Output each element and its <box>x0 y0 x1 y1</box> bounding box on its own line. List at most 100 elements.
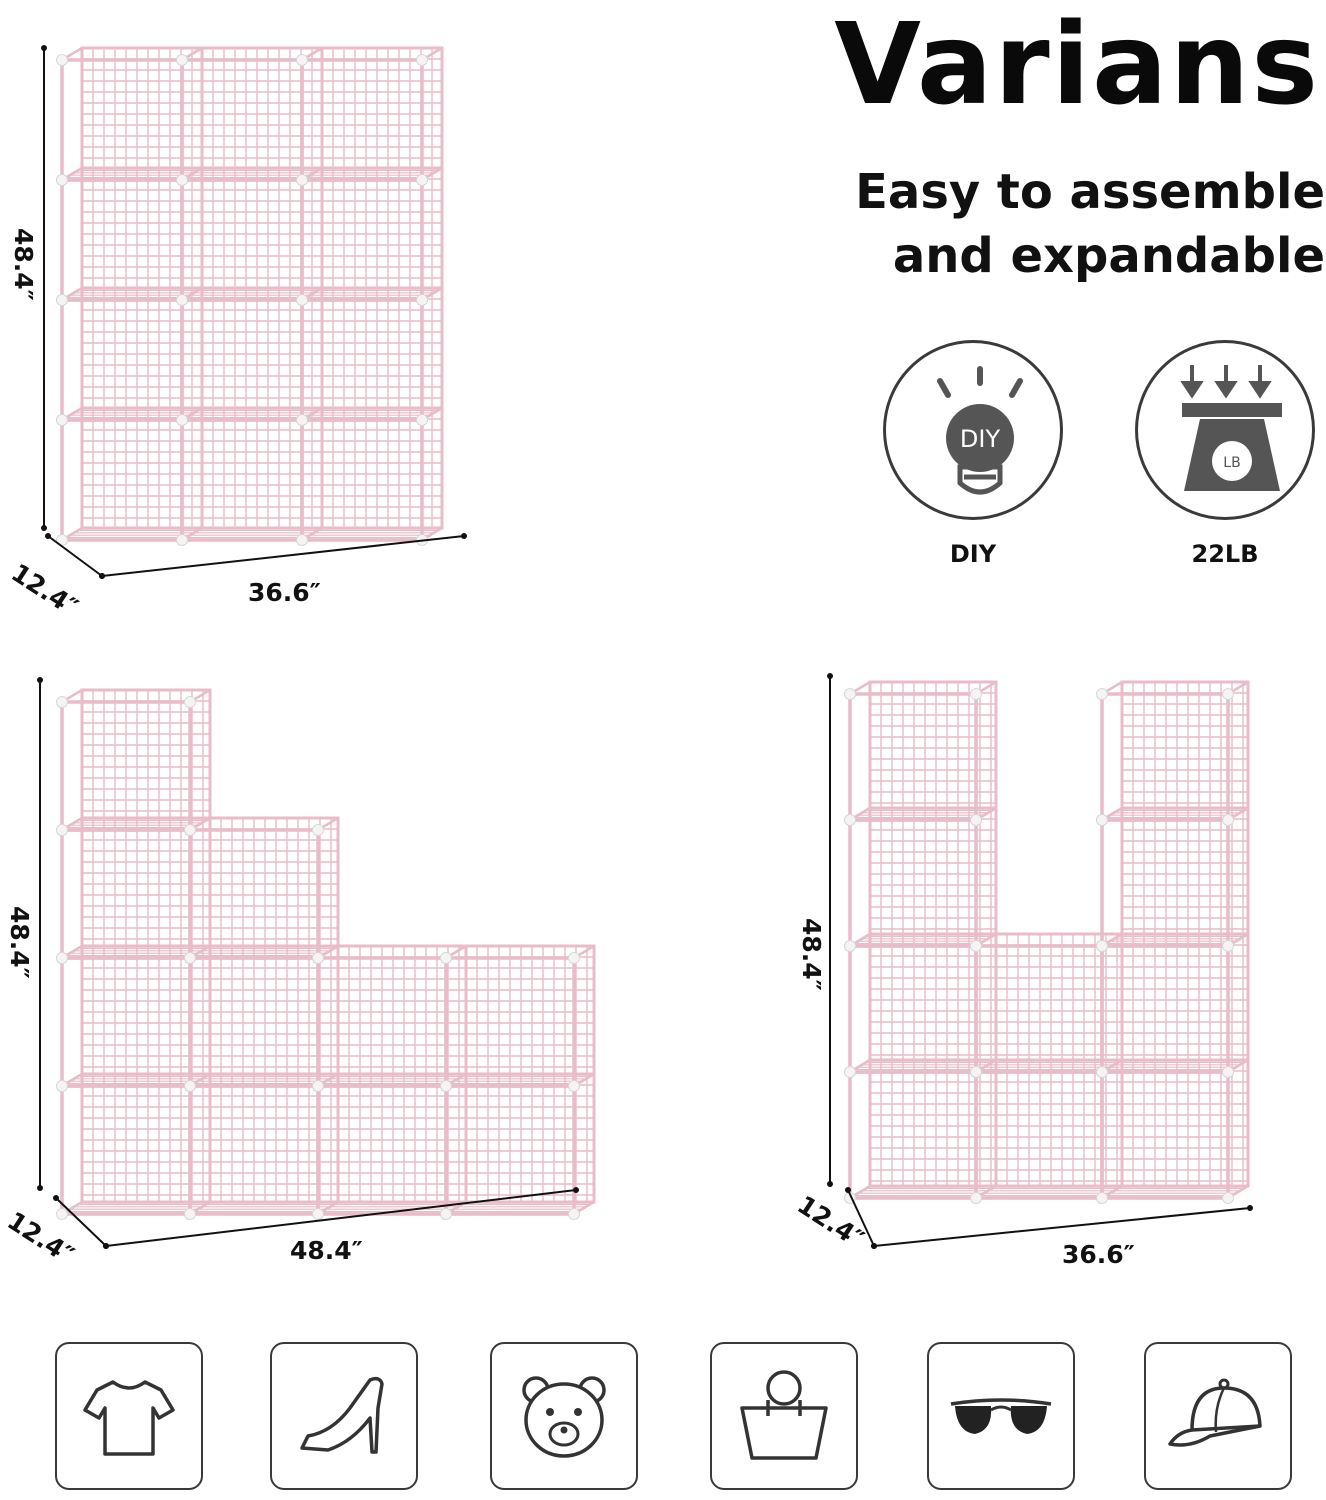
use-box-shoes <box>270 1342 418 1490</box>
joint-connector <box>1096 940 1108 952</box>
joint-connector <box>56 696 68 708</box>
joint-connector <box>176 54 188 66</box>
cube-frame <box>444 944 595 1088</box>
joint-connector <box>416 54 428 66</box>
cap-icon <box>1168 1378 1262 1447</box>
joint-connector <box>844 814 856 826</box>
dimension-line <box>873 1207 1251 1247</box>
cube-back-panel <box>320 406 444 530</box>
cube-frame <box>444 1072 595 1216</box>
joint-connector <box>568 1080 580 1092</box>
dimension-end <box>99 573 105 579</box>
joint-connector <box>296 414 308 426</box>
joint-connector <box>568 1208 580 1220</box>
joint-connector <box>296 54 308 66</box>
cube-frame <box>1100 680 1249 822</box>
joint-connector <box>56 1080 68 1092</box>
joint-connector <box>440 1208 452 1220</box>
rack-config-3x4 <box>40 8 480 588</box>
cube-back-panel <box>80 406 204 530</box>
joint-connector <box>176 174 188 186</box>
joint-connector <box>176 414 188 426</box>
feature-weight-label: 22LB <box>1191 540 1259 568</box>
joint-connector <box>184 952 196 964</box>
cube-frame <box>974 932 1123 1074</box>
joint-connector <box>1096 1192 1108 1204</box>
joint-connector <box>1096 688 1108 700</box>
joint-connector <box>56 174 68 186</box>
joint-connector <box>1096 814 1108 826</box>
feature-diy-label: DIY <box>949 540 997 568</box>
brand-title: Varians <box>834 0 1320 130</box>
sunglasses-icon <box>950 1398 1052 1434</box>
joint-connector <box>56 54 68 66</box>
cube-frame <box>1100 1058 1249 1200</box>
config1-width-label: 36.6″ <box>248 578 321 607</box>
rack-config-u-shape <box>826 664 1266 1254</box>
weight-capacity-icon: LB <box>1135 340 1315 520</box>
feature-weight: LB 22LB <box>1130 340 1320 568</box>
joint-connector <box>416 174 428 186</box>
cube-frame <box>316 1072 467 1216</box>
diy-icon-text: DIY <box>960 425 1001 453</box>
joint-connector <box>1222 1066 1234 1078</box>
dimension-end <box>37 1185 43 1191</box>
cube-frame <box>60 816 211 960</box>
joint-connector <box>312 952 324 964</box>
use-box-accessories <box>927 1342 1075 1490</box>
joint-connector <box>970 1066 982 1078</box>
config3-width-label: 36.6″ <box>1062 1240 1135 1269</box>
cube-frame <box>60 1072 211 1216</box>
tagline: Easy to assemble and expandable <box>760 160 1325 288</box>
dimension-end <box>41 45 47 51</box>
dimension-line <box>47 535 103 577</box>
joint-connector <box>970 814 982 826</box>
joint-connector <box>56 824 68 836</box>
joint-connector <box>1222 688 1234 700</box>
joint-connector <box>56 952 68 964</box>
dimension-end <box>1247 1205 1253 1211</box>
joint-connector <box>1096 1066 1108 1078</box>
joint-connector <box>844 1066 856 1078</box>
dimension-end <box>871 1243 877 1249</box>
joint-connector <box>970 688 982 700</box>
cube-frame <box>848 1058 997 1200</box>
joint-connector <box>296 534 308 546</box>
cube-back-panel <box>200 46 324 170</box>
joint-connector <box>416 294 428 306</box>
tagline-line-1: Easy to assemble <box>855 164 1325 220</box>
config2-width-label: 48.4″ <box>290 1236 363 1265</box>
high-heel-icon <box>300 1376 384 1454</box>
cube-back-panel <box>80 46 204 170</box>
dimension-line <box>55 1197 107 1247</box>
joint-connector <box>312 824 324 836</box>
dimension-end <box>827 1181 833 1187</box>
joint-connector <box>440 1080 452 1092</box>
rack-config-staircase <box>36 668 596 1258</box>
cube-frame <box>316 944 467 1088</box>
cube-frame <box>1100 806 1249 948</box>
joint-connector <box>184 1080 196 1092</box>
joint-connector <box>56 294 68 306</box>
joint-connector <box>844 940 856 952</box>
cube-back-panel <box>320 286 444 410</box>
dimension-end <box>45 533 51 539</box>
dimension-end <box>827 673 833 679</box>
cube-frame <box>974 1058 1123 1200</box>
cube-frame <box>60 688 211 832</box>
dimension-end <box>103 1243 109 1249</box>
joint-connector <box>312 1208 324 1220</box>
cube-back-panel <box>200 166 324 290</box>
joint-connector <box>184 696 196 708</box>
joint-connector <box>176 294 188 306</box>
dimension-end <box>41 525 47 531</box>
use-box-hats <box>1144 1342 1292 1490</box>
joint-connector <box>184 824 196 836</box>
diy-bulb-icon: DIY <box>883 340 1063 520</box>
config1-height-label: 48.4″ <box>9 228 38 301</box>
cube-frame <box>188 944 339 1088</box>
use-box-toys <box>490 1342 638 1490</box>
cube-frame <box>188 816 339 960</box>
feature-diy: DIY DIY <box>878 340 1068 568</box>
cube-back-panel <box>320 46 444 170</box>
